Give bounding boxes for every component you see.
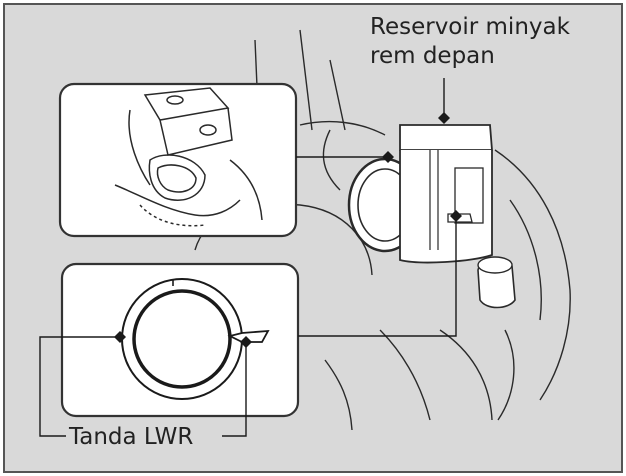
lwr-leader: [298, 220, 457, 337]
sight-glass-window: [132, 289, 232, 389]
motorcycle-sketch: [188, 29, 571, 431]
leader-lines: [39, 78, 457, 437]
lwr-bracket-left: [39, 336, 120, 437]
reservoir-label-line2: rem depan: [370, 43, 495, 69]
inset-lwr-mark: [60, 262, 300, 418]
inset-cap-removal: [58, 82, 298, 238]
lwr-mark-label: Tanda LWR: [68, 424, 193, 450]
lwr-bracket-right: [222, 342, 247, 437]
leader-points: [114, 112, 462, 348]
lwr-mark-tab: [227, 329, 270, 343]
reservoir-label-line1: Reservoir minyak: [370, 14, 571, 40]
